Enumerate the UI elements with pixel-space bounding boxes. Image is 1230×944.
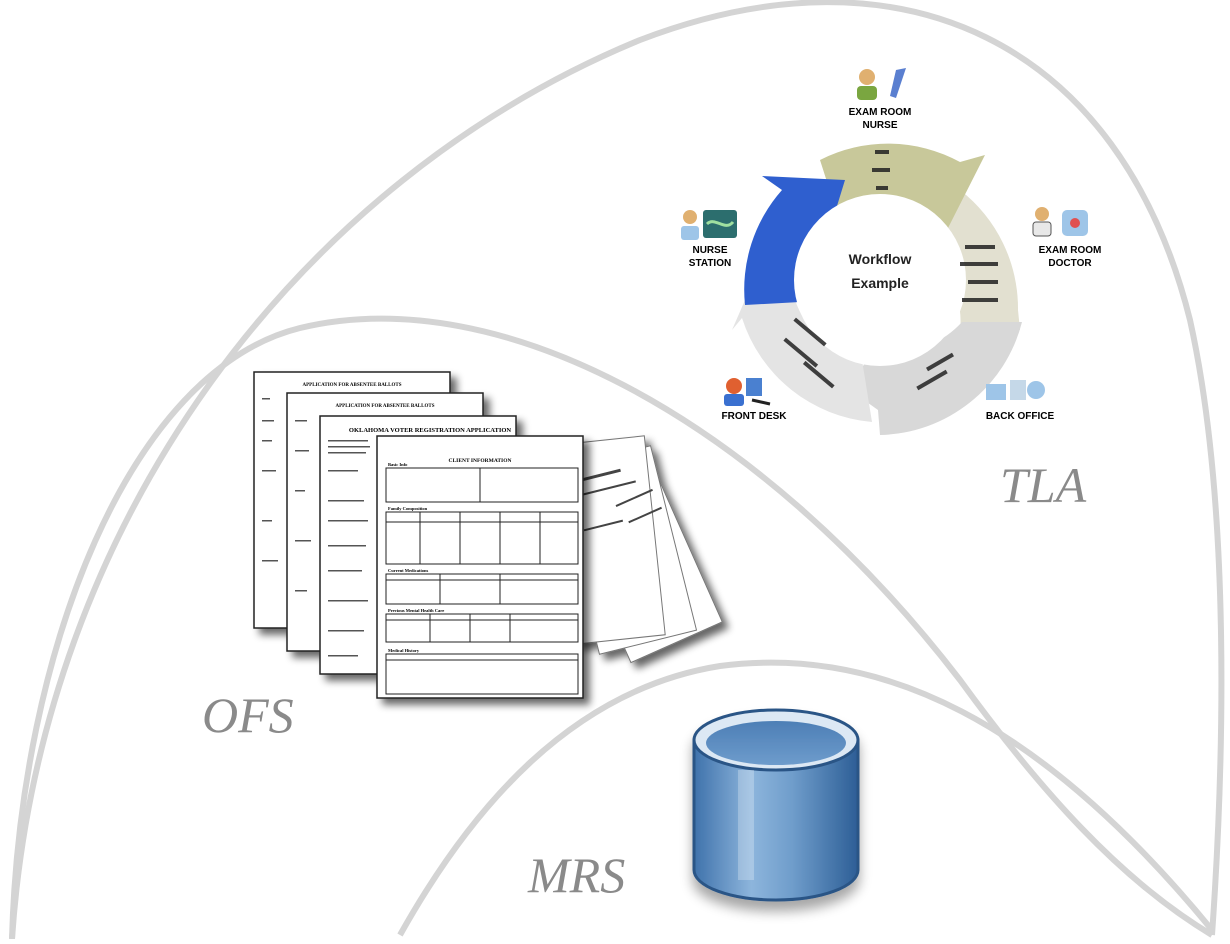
node-label-front-desk: FRONT DESK xyxy=(704,410,804,423)
node-label-line: DOCTOR xyxy=(1048,258,1092,269)
workflow-cycle xyxy=(681,68,1088,435)
node-label-line: STATION xyxy=(688,258,732,269)
section-previous-mental-health: Previous Mental Health Care xyxy=(388,608,444,613)
exam-room-nurse-icon xyxy=(857,68,906,100)
back-office-icon xyxy=(986,380,1045,400)
workflow-center-label: Workflow Example xyxy=(820,247,940,295)
database-cylinder-icon xyxy=(692,708,860,902)
middle-page-title: APPLICATION FOR ABSENTEE BALLOTS xyxy=(336,404,435,409)
form-title: CLIENT INFORMATION xyxy=(449,458,512,464)
node-label-exam-room-nurse: EXAM ROOM NURSE xyxy=(830,106,930,132)
nurse-station-icon xyxy=(681,210,737,240)
front-desk-icon xyxy=(724,378,771,406)
section-current-medications: Current Medications xyxy=(388,568,429,573)
node-label-line: EXAM ROOM xyxy=(1038,245,1102,256)
cycle-arc-top xyxy=(820,143,985,228)
cycle-arc-left xyxy=(744,176,845,305)
region-label-mrs: MRS xyxy=(528,847,626,903)
node-label-nurse-station: NURSE STATION xyxy=(660,244,760,270)
node-label-line: NURSE xyxy=(692,245,728,256)
node-label-line: FRONT DESK xyxy=(721,411,787,422)
exam-room-doctor-icon xyxy=(1032,207,1088,237)
section-family-composition: Family Composition xyxy=(388,506,428,511)
workflow-center-line1: Workflow xyxy=(848,251,912,267)
region-label-ofs: OFS xyxy=(202,687,294,743)
node-label-line: EXAM ROOM xyxy=(848,107,912,118)
document-stack: APPLICATION FOR ABSENTEE BALLOTS APPLICA… xyxy=(253,371,723,699)
workflow-center-line2: Example xyxy=(851,275,909,291)
node-label-line: BACK OFFICE xyxy=(985,411,1055,422)
section-medical-history: Medical History xyxy=(388,648,420,653)
ofs-boundary xyxy=(9,315,1214,940)
region-label-tla: TLA xyxy=(1000,457,1087,513)
node-label-line: NURSE xyxy=(862,120,898,131)
section-basic-info: Basic Info xyxy=(388,462,408,467)
node-label-back-office: BACK OFFICE xyxy=(970,410,1070,423)
back-page-title: APPLICATION FOR ABSENTEE BALLOTS xyxy=(303,383,402,388)
front-page-title: OKLAHOMA VOTER REGISTRATION APPLICATION xyxy=(349,427,512,434)
mrs-boundary xyxy=(397,659,1215,937)
node-label-exam-room-doctor: EXAM ROOM DOCTOR xyxy=(1020,244,1120,270)
tla-boundary xyxy=(9,0,1225,940)
